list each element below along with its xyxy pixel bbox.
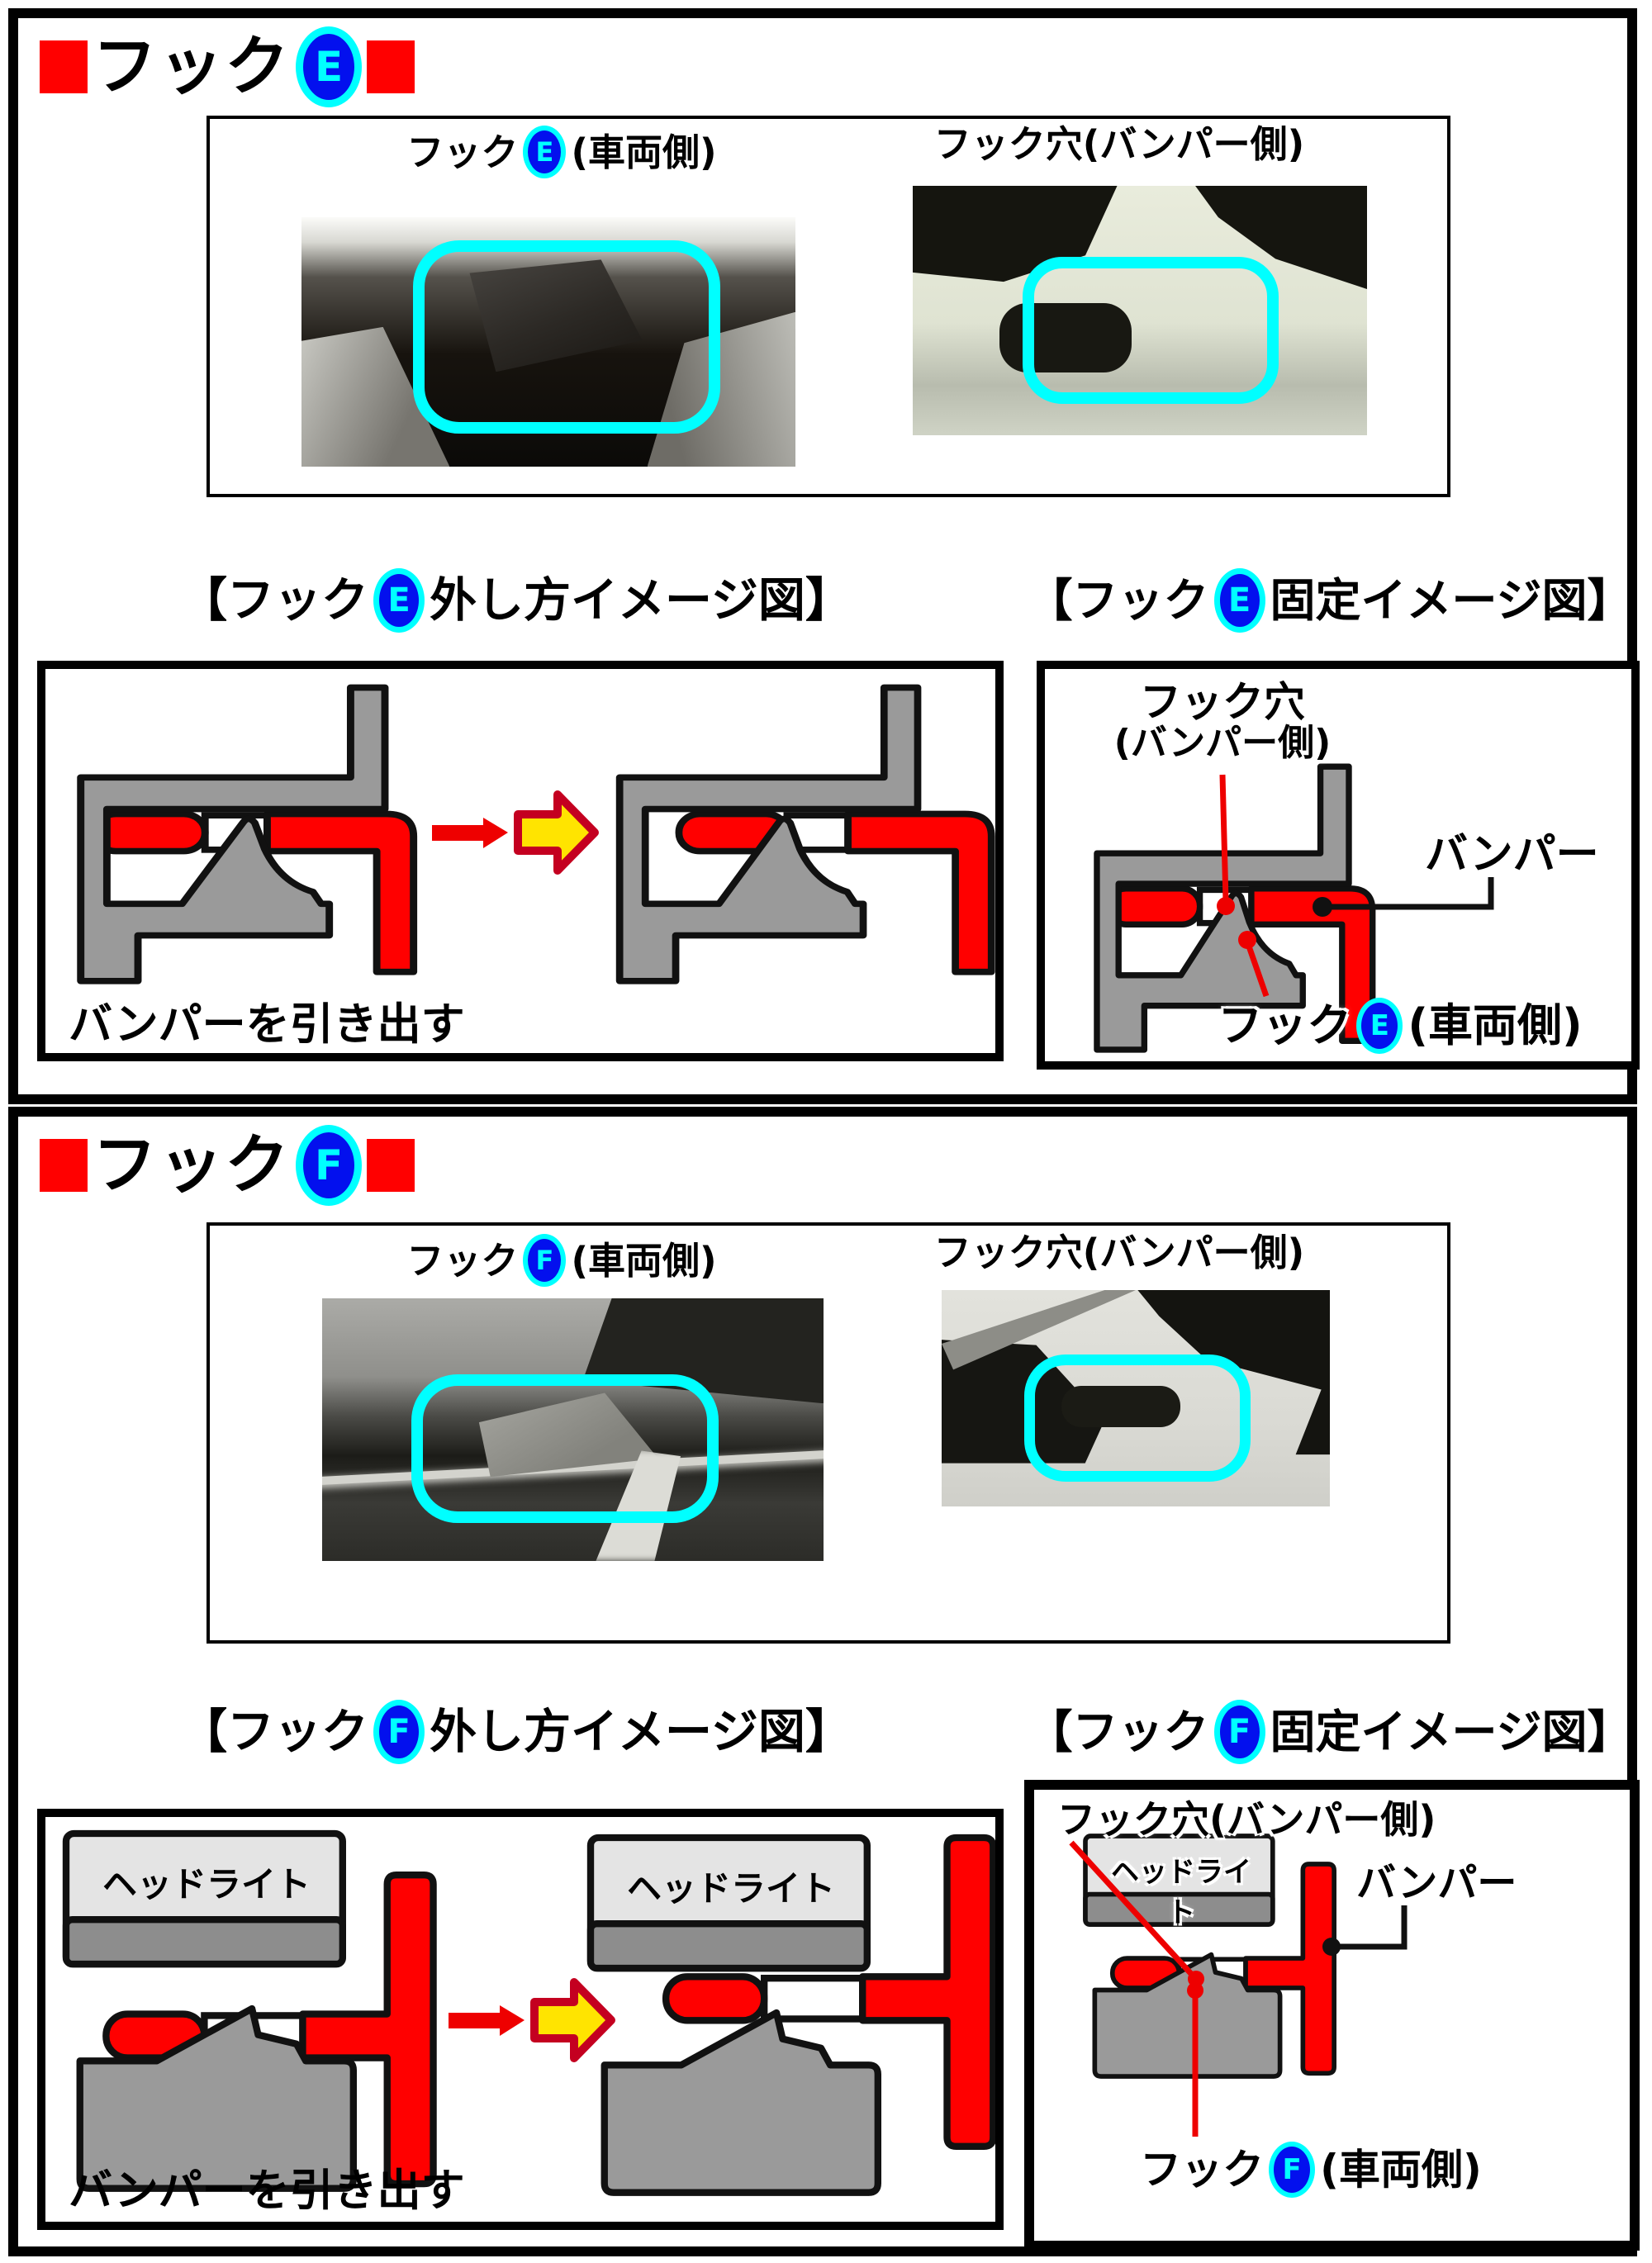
leader-dot [1313,897,1332,917]
photo-f-left-caption: フック F (車両側) [314,1234,809,1287]
caption-text: フック穴(バンパー側) [933,1231,1305,1274]
diagram-f-removal-caption: バンパーを引き出す [69,2166,465,2216]
heading-text: 外し方イメージ図】 [430,572,852,628]
leader-line-hook-hole [1219,774,1229,901]
heading-text: 【フック [180,1704,369,1759]
highlight-ring [413,240,720,434]
caption-text: フック [406,1238,519,1283]
hook-e-badge: E [523,126,567,178]
highlight-ring [1023,257,1279,404]
hook-f-badge: F [296,1125,363,1206]
headlight-label: ヘッドライト [626,1868,835,1909]
heading-f-removal: 【フック F 外し方イメージ図】 [70,1700,962,1764]
photo-f-right-caption: フック穴(バンパー側) [871,1234,1367,1271]
label-text: フック [1218,999,1352,1051]
section-e-title-text: フック [93,30,292,104]
hook-f-badge: F [523,1234,567,1287]
f-fixing-drawing [1069,1790,1408,2137]
heading-text: 【フック [1027,1705,1209,1758]
leader-dot [1217,897,1235,915]
caption-text: (車両側) [571,1238,717,1283]
label-text: (車両側) [1320,2145,1482,2194]
section-f-title-text: フック [93,1128,292,1203]
headlight-label: ヘッドライト [1111,1856,1251,1929]
caption-text: (車両側) [571,130,717,174]
red-square-icon [367,40,415,93]
label-hook-f: フック F (車両側) [1096,2142,1526,2198]
highlight-ring [1024,1354,1251,1482]
leader-line-bumper [1327,877,1494,910]
red-square-icon [40,1139,88,1192]
hook-e-badge: E [1213,568,1265,633]
label-text: (バンパー側) [1113,721,1332,764]
photo-hook-e-vehicle [301,217,795,467]
heading-e-fixing: 【フック E 固定イメージ図】 [1016,568,1644,633]
hook-f-badge: F [1213,1700,1265,1764]
leader-dot [1238,931,1256,949]
hook-hole-shape [999,303,1132,372]
yellow-arrow-icon [518,795,595,871]
diagram-e-fixing: フック穴 (バンパー側) バンパー フック E (車両側) [1037,661,1640,1070]
highlight-ring [411,1374,719,1523]
hook-e-badge: E [1356,998,1403,1054]
photo-hook-f-vehicle [322,1298,824,1561]
leader-line-hook [1244,940,1270,998]
leader-line-bumper [1338,1905,1408,1950]
heading-text: 固定イメージ図】 [1270,1705,1633,1758]
red-arrow-icon [449,2005,525,2036]
heading-text: 【フック [180,572,369,628]
label-text: (車両側) [1408,999,1583,1051]
diagram-f-removal: ヘッドライト ヘッドライト バンパーを引き出す [37,1809,1004,2230]
leader-line-hook-hole [1069,1840,1195,1978]
hook-hole-shape [1061,1386,1180,1427]
heading-text: 外し方イメージ図】 [430,1704,852,1759]
hook-e-badge: E [373,568,425,633]
label-hook-hole: フック穴 (バンパー側) [1078,681,1367,762]
leader-dot [1187,1982,1203,1999]
red-arrow-icon [432,818,508,848]
photo-e-left-caption: フック E (車両側) [314,126,809,178]
leader-dot [1322,1938,1341,1956]
hook-f-badge: F [1269,2142,1316,2198]
heading-e-removal: 【フック E 外し方イメージ図】 [70,568,962,633]
red-square-icon [40,40,88,93]
label-bumper: バンパー [1425,830,1599,880]
label-text: フック穴 [1140,678,1305,726]
heading-f-fixing: 【フック F 固定イメージ図】 [1016,1700,1644,1764]
photo-hook-hole-f-bumper [942,1290,1330,1506]
caption-text: フック [406,130,519,174]
label-hook-e: フック E (車両側) [1169,998,1631,1054]
caption-text: フック穴(バンパー側) [933,122,1305,166]
diagram-e-removal: バンパーを引き出す [37,661,1004,1061]
hook-f-badge: F [373,1700,425,1764]
section-f-title: フック F [40,1125,415,1206]
photo-e-right-caption: フック穴(バンパー側) [871,126,1367,163]
photo-hook-hole-e-bumper [913,186,1367,435]
label-text: フック [1140,2145,1265,2194]
heading-text: 【フック [1027,573,1209,627]
heading-text: 固定イメージ図】 [1270,573,1633,627]
label-hook-hole: フック穴(バンパー側) [1057,1797,1436,1842]
e-fixing-drawing [1045,669,1494,1061]
diagram-e-removal-caption: バンパーを引き出す [69,999,465,1050]
hook-e-badge: E [296,26,363,107]
headlight-label: ヘッドライト [102,1864,311,1905]
section-e-title: フック E [40,26,415,107]
yellow-arrow-icon [534,1982,611,2058]
diagram-f-fixing: フック穴(バンパー側) ヘッドライト バンパー フック F (車両側) [1024,1780,1640,2251]
label-bumper: バンパー [1356,1860,1517,1906]
red-square-icon [367,1139,415,1192]
